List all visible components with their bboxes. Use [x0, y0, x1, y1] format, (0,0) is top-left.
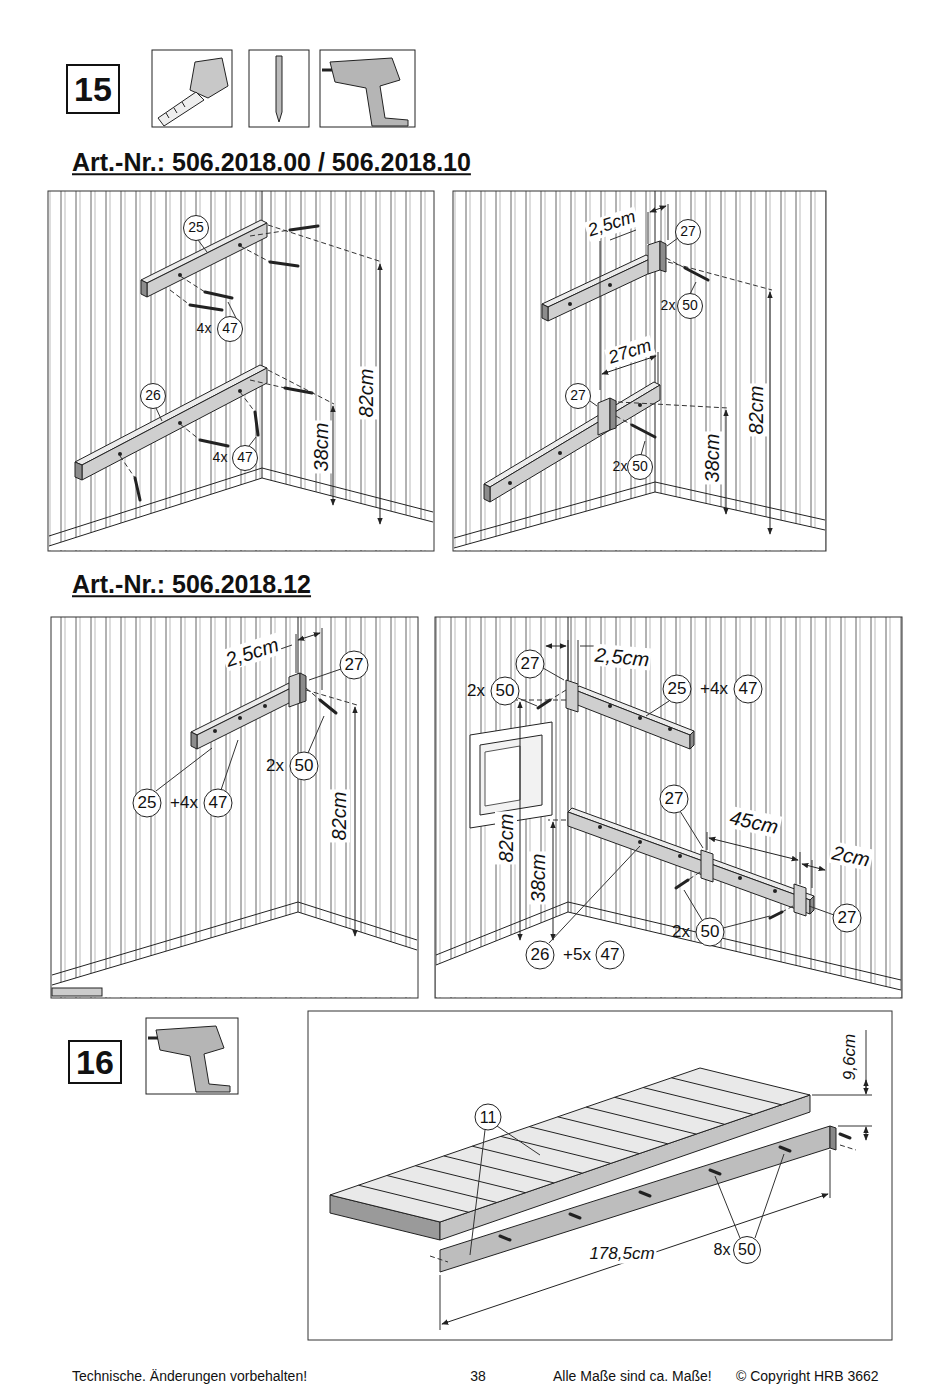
quantity-label: +4x	[700, 680, 728, 699]
callout-number: 11	[475, 1104, 502, 1131]
quantity-label: +4x	[170, 794, 198, 813]
quantity-label: 2x	[467, 682, 485, 701]
dimension-label: 82cm	[355, 367, 377, 420]
callout-number: 50	[290, 752, 319, 781]
dimension-label: 38cm	[527, 852, 549, 905]
callout-number: 47	[596, 941, 625, 970]
callout-number: 47	[734, 675, 763, 704]
callout-number: 26	[526, 941, 555, 970]
dimension-label: 2,5cm	[584, 206, 641, 241]
dimension-label: 82cm	[328, 790, 350, 843]
callout-number: 27	[660, 785, 689, 814]
callout-number: 27	[565, 383, 591, 409]
callout-number: 27	[833, 904, 862, 933]
quantity-label: 2x	[266, 757, 284, 776]
quantity-label: 4x	[213, 450, 228, 465]
article-heading: Art.-Nr.: 506.2018.12	[72, 571, 311, 599]
footer-note: Alle Maße sind ca. Maße!	[553, 1369, 712, 1384]
quantity-label: +5x	[563, 946, 591, 965]
quantity-label: 8x	[714, 1241, 731, 1259]
callout-number: 50	[627, 454, 653, 480]
footer-note: Technische. Änderungen vorbehalten!	[72, 1369, 307, 1384]
step-number: 16	[76, 1045, 114, 1079]
callout-number: 47	[217, 316, 243, 342]
callout-number: 25	[133, 789, 162, 818]
quantity-label: 2x	[672, 923, 690, 942]
quantity-label: 38	[470, 1369, 486, 1384]
callout-number: 26	[140, 383, 166, 409]
callout-number: 25	[183, 215, 209, 241]
callout-number: 50	[733, 1236, 761, 1264]
dimension-label: 38cm	[310, 421, 332, 474]
callout-number: 47	[232, 445, 258, 471]
step-number-box: 16	[68, 1040, 122, 1084]
tool-icons	[146, 1018, 238, 1094]
wall-panel	[48, 191, 434, 551]
wall-panel	[51, 617, 418, 998]
callout-number: 27	[340, 651, 369, 680]
dimension-label: 38cm	[701, 432, 723, 485]
dimension-label: 178,5cm	[587, 1245, 656, 1264]
wall-panel	[453, 191, 826, 551]
article-heading: Art.-Nr.: 506.2018.00 / 506.2018.10	[72, 149, 471, 177]
platform-illustration	[308, 1011, 892, 1340]
footer-note: © Copyright HRB 3662	[736, 1369, 879, 1384]
wall-panel	[435, 617, 902, 998]
dimension-label: 9,6cm	[841, 1032, 860, 1082]
callout-number: 25	[663, 675, 692, 704]
quantity-label: 4x	[197, 321, 212, 336]
dimension-label: 2cm	[828, 841, 873, 871]
callout-number: 47	[204, 789, 233, 818]
dimension-label: 2,5cm	[592, 643, 652, 670]
callout-number: 27	[516, 650, 545, 679]
quantity-label: 2x	[613, 459, 628, 474]
callout-number: 50	[696, 918, 725, 947]
step-number: 15	[74, 72, 112, 106]
step-number-box: 15	[66, 64, 120, 114]
dimension-label: 2,5cm	[221, 633, 283, 672]
dimension-label: 45cm	[726, 806, 782, 839]
callout-number: 50	[491, 677, 520, 706]
dimension-label: 82cm	[495, 812, 517, 865]
tool-icons	[152, 50, 415, 127]
dimension-label: 82cm	[745, 384, 767, 437]
callout-number: 50	[677, 293, 703, 319]
quantity-label: 2x	[661, 298, 676, 313]
dimension-label: 27cm	[604, 335, 656, 369]
callout-number: 27	[675, 219, 701, 245]
